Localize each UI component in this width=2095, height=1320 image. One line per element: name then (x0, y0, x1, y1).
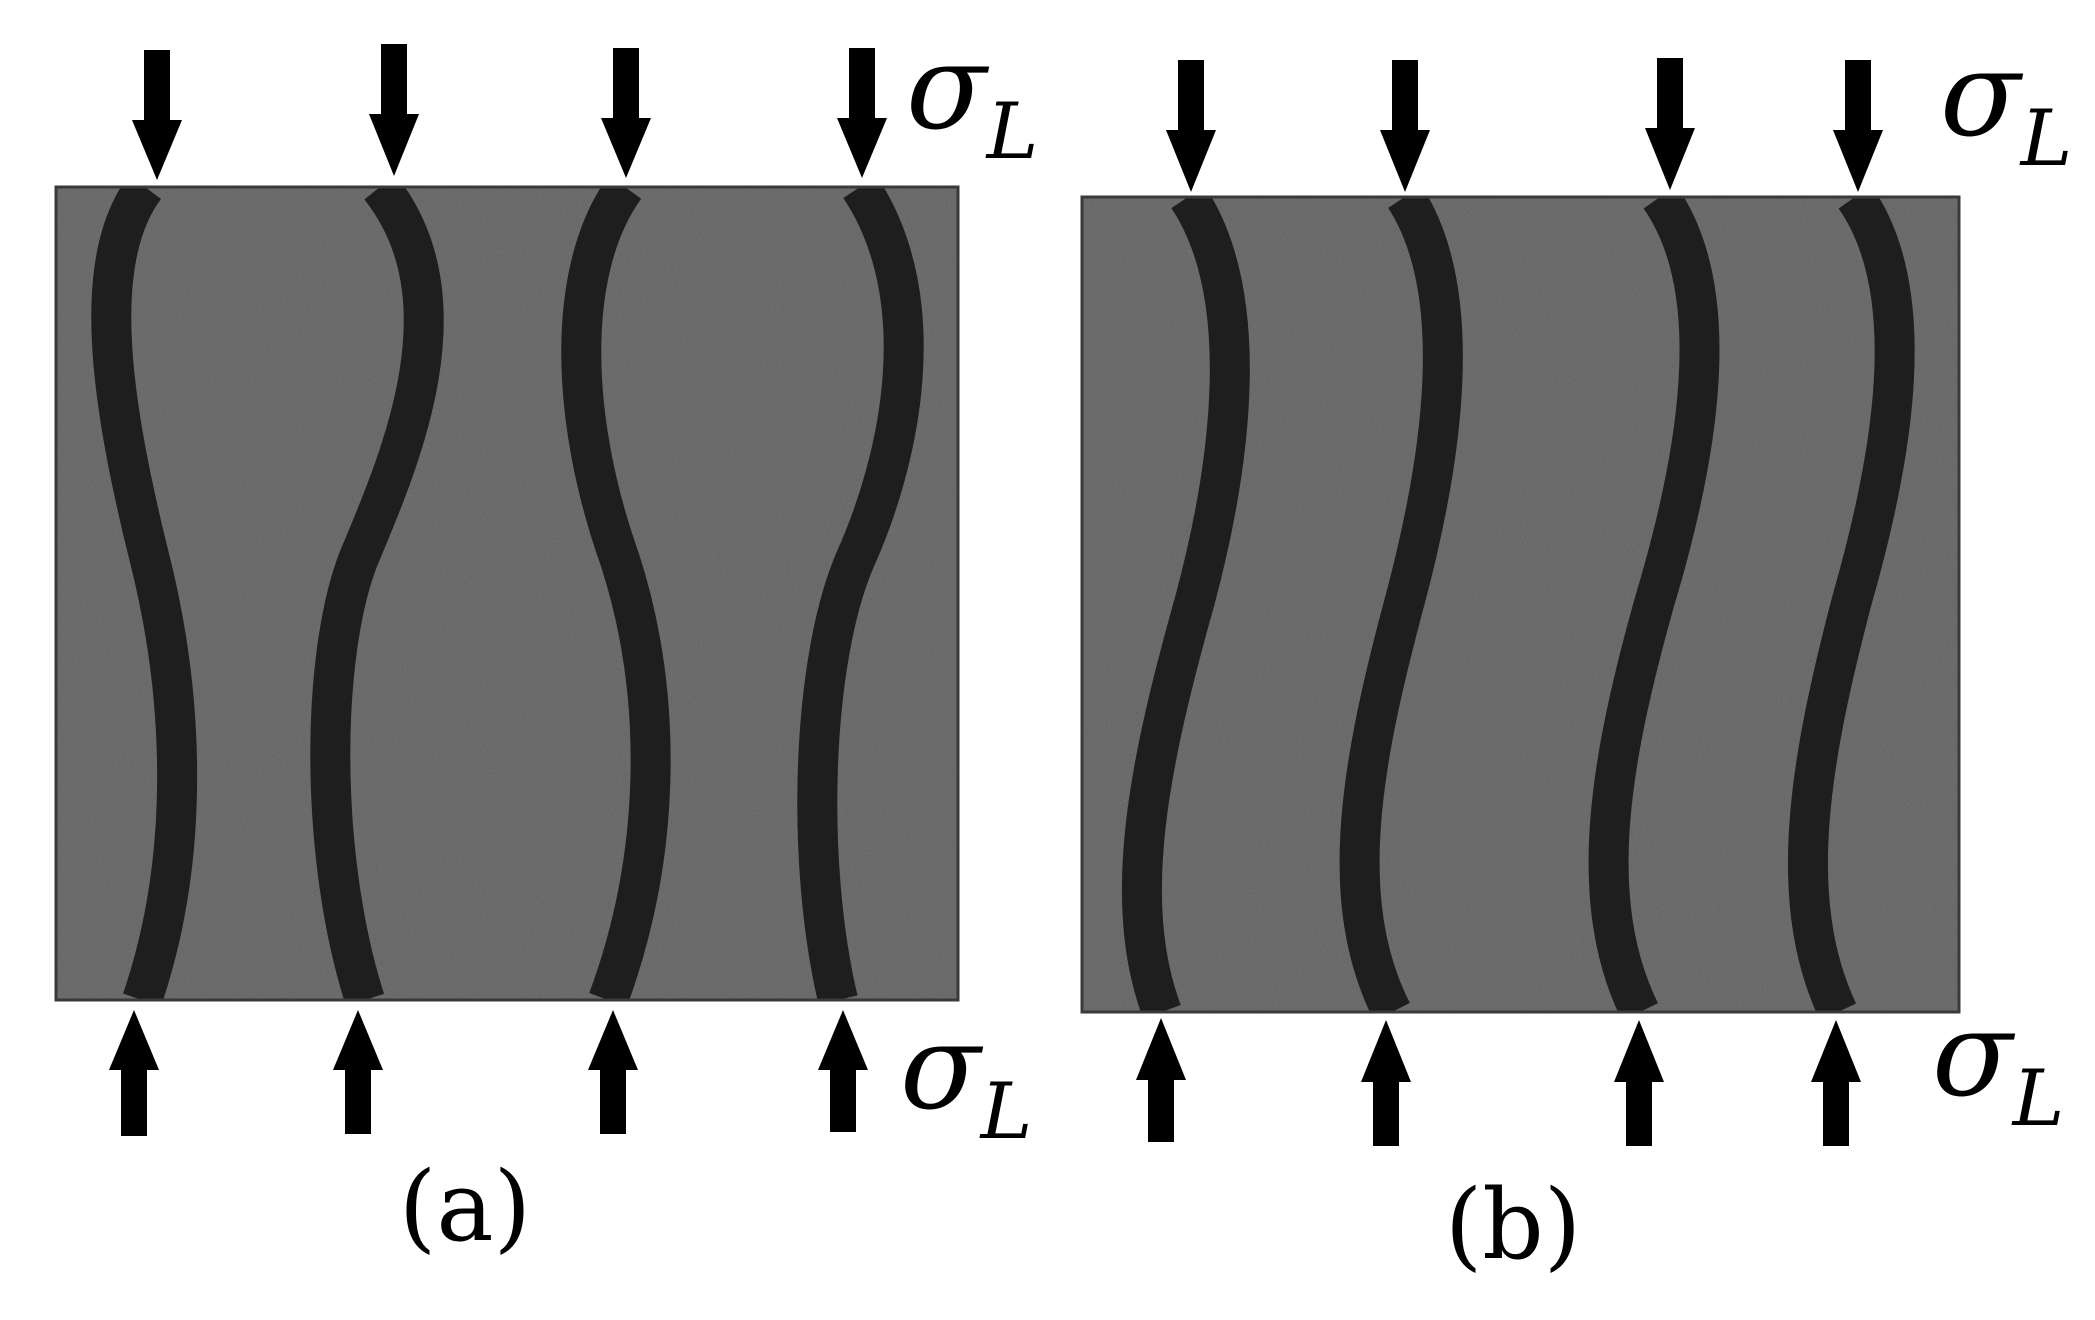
panel-b-top-arrows (1166, 58, 1883, 192)
down-arrow-icon (132, 50, 182, 180)
fiber-b-3 (1588, 197, 1720, 1012)
up-arrow-icon (109, 1010, 159, 1136)
down-arrow-icon (837, 48, 887, 178)
up-arrow-icon (1811, 1020, 1861, 1146)
panel-a-matrix (56, 187, 958, 1000)
down-arrow-icon (1645, 58, 1695, 190)
fiber-b-1 (1121, 197, 1250, 1012)
panel-b-bottom-arrows (1136, 1018, 1861, 1146)
panel-a-bottom-arrows (109, 1010, 868, 1136)
fiber-a-2 (310, 187, 444, 1000)
up-arrow-icon (588, 1010, 638, 1134)
stress-label-a-top: σL (906, 18, 1038, 177)
caption-b: (b) (1445, 1169, 1581, 1281)
down-arrow-icon (1380, 60, 1430, 192)
up-arrow-icon (333, 1010, 383, 1134)
down-arrow-icon (1833, 60, 1883, 192)
stress-label-a-bottom: σL (900, 998, 1032, 1157)
fiber-a-3 (561, 187, 671, 1000)
up-arrow-icon (1361, 1020, 1411, 1146)
stress-label-b-top: σL (1940, 25, 2072, 184)
caption-a: (a) (399, 1151, 531, 1263)
fiber-a-4 (797, 187, 924, 1000)
stress-label-b-bottom: σL (1932, 985, 2064, 1144)
fiber-b-4 (1788, 197, 1915, 1012)
panel-a-top-arrows (132, 44, 887, 180)
fiber-a-1 (91, 187, 198, 1000)
panel-b-matrix (1082, 197, 1959, 1012)
down-arrow-icon (1166, 60, 1216, 192)
down-arrow-icon (369, 44, 419, 176)
up-arrow-icon (818, 1010, 868, 1132)
fiber-b-2 (1339, 197, 1463, 1012)
up-arrow-icon (1614, 1020, 1664, 1146)
panel-b: σL σL (b) (1080, 25, 2072, 1281)
panel-a: σL σL (a) (54, 18, 1038, 1263)
up-arrow-icon (1136, 1018, 1186, 1142)
down-arrow-icon (601, 48, 651, 178)
